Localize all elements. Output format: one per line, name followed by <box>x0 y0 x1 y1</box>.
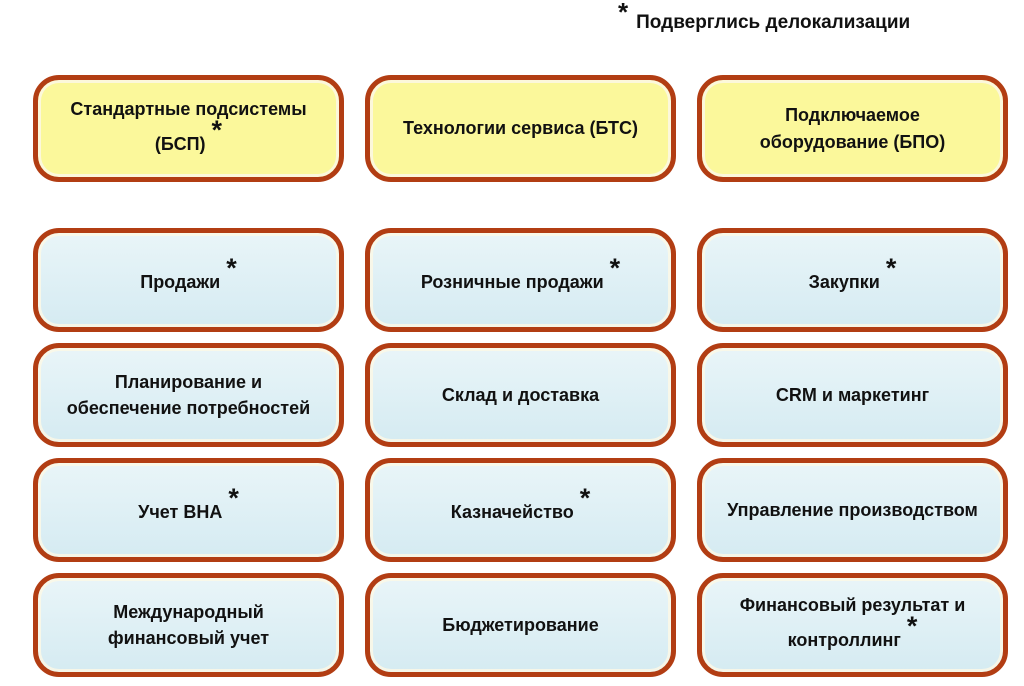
module-box-upravlenie-proizvodstvom-label: Управление производством <box>727 497 978 523</box>
header-box-bsp: Стандартные подсистемы (БСП)* <box>33 75 344 182</box>
legend-asterisk-icon: * <box>618 0 629 27</box>
module-box-upravlenie-proizvodstvom-line1: Управление производством <box>727 499 978 520</box>
module-rows: Продажи* Розничные продажи* Закупки* Пла… <box>33 228 1008 677</box>
header-box-bsp-line2: (БСП) <box>154 133 206 154</box>
module-box-planirovanie-label: Планирование и обеспечение потребностей <box>67 369 310 421</box>
module-box-byudzhetirovanie: Бюджетирование <box>365 573 676 677</box>
module-box-sklad-i-dostavka-line1: Склад и доставка <box>441 384 600 405</box>
module-box-finansovy-rezultat-line1: Финансовый результат и <box>739 595 966 616</box>
module-box-prodazhi: Продажи* <box>33 228 344 332</box>
module-box-kaznacheystvo-line1: Казначейство <box>450 502 574 523</box>
header-box-bpo: Подключаемое оборудование (БПО) <box>697 75 1008 182</box>
module-box-crm-i-marketing-label: CRM и маркетинг <box>776 382 929 408</box>
module-box-uchet-vna-label: Учет ВНА* <box>138 483 239 529</box>
delocalization-asterisk-icon: * <box>211 114 223 145</box>
delocalization-asterisk-icon: * <box>579 483 591 514</box>
module-box-roznichnye-prodazhi-line1: Розничные продажи <box>420 272 604 293</box>
module-box-finansovy-rezultat-label: Финансовый результат и контроллинг* <box>740 592 966 657</box>
module-box-planirovanie-line1: Планирование и <box>114 371 263 392</box>
module-box-upravlenie-proizvodstvom: Управление производством <box>697 458 1008 562</box>
header-box-bsp-label: Стандартные подсистемы (БСП)* <box>70 96 306 161</box>
module-box-kaznacheystvo-label: Казначейство* <box>450 483 591 529</box>
module-box-zakupki-label: Закупки* <box>808 253 897 299</box>
header-row: Стандартные подсистемы (БСП)* Технологии… <box>33 75 1008 182</box>
header-box-bts: Технологии сервиса (БТС) <box>365 75 676 182</box>
header-box-bts-label: Технологии сервиса (БТС) <box>403 115 638 141</box>
header-box-bpo-line2: оборудование (БПО) <box>759 131 946 152</box>
legend-text: Подверглись делокализации <box>636 12 911 33</box>
header-box-bsp-line1: Стандартные подсистемы <box>70 98 307 119</box>
header-box-bts-line1: Технологии сервиса (БТС) <box>403 118 638 139</box>
module-box-zakupki-line1: Закупки <box>808 272 880 293</box>
module-box-finansovy-rezultat: Финансовый результат и контроллинг* <box>697 573 1008 677</box>
module-box-roznichnye-prodazhi: Розничные продажи* <box>365 228 676 332</box>
module-box-crm-i-marketing-line1: CRM и маркетинг <box>775 384 930 405</box>
legend: * Подверглись делокализации <box>612 0 911 35</box>
module-box-prodazhi-label: Продажи* <box>140 253 236 299</box>
module-box-mezhdunarodny-finansovy-uchet-line2: финансовый учет <box>107 628 270 648</box>
module-box-finansovy-rezultat-line2: контроллинг <box>787 630 901 651</box>
module-box-uchet-vna-line1: Учет ВНА <box>138 502 223 523</box>
module-box-roznichnye-prodazhi-label: Розничные продажи* <box>420 253 620 299</box>
module-box-prodazhi-line1: Продажи <box>140 272 221 293</box>
header-box-bpo-label: Подключаемое оборудование (БПО) <box>760 102 946 154</box>
module-box-sklad-i-dostavka-label: Склад и доставка <box>442 382 599 408</box>
module-box-uchet-vna: Учет ВНА* <box>33 458 344 562</box>
module-box-mezhdunarodny-finansovy-uchet-label: Международный финансовый учет <box>108 599 269 651</box>
delocalization-asterisk-icon: * <box>609 253 621 284</box>
module-box-planirovanie-line2: обеспечение потребностей <box>66 398 311 418</box>
module-box-crm-i-marketing: CRM и маркетинг <box>697 343 1008 447</box>
header-box-bpo-line1: Подключаемое <box>785 105 920 126</box>
module-box-zakupki: Закупки* <box>697 228 1008 332</box>
module-box-kaznacheystvo: Казначейство* <box>365 458 676 562</box>
module-box-mezhdunarodny-finansovy-uchet: Международный финансовый учет <box>33 573 344 677</box>
module-box-sklad-i-dostavka: Склад и доставка <box>365 343 676 447</box>
module-box-byudzhetirovanie-line1: Бюджетирование <box>442 614 599 635</box>
module-box-byudzhetirovanie-label: Бюджетирование <box>442 612 598 638</box>
module-box-planirovanie: Планирование и обеспечение потребностей <box>33 343 344 447</box>
delocalization-asterisk-icon: * <box>885 253 897 284</box>
module-box-mezhdunarodny-finansovy-uchet-line1: Международный <box>113 601 264 622</box>
delocalization-asterisk-icon: * <box>226 253 237 284</box>
delocalization-asterisk-icon: * <box>228 483 239 514</box>
delocalization-asterisk-icon: * <box>906 611 918 642</box>
